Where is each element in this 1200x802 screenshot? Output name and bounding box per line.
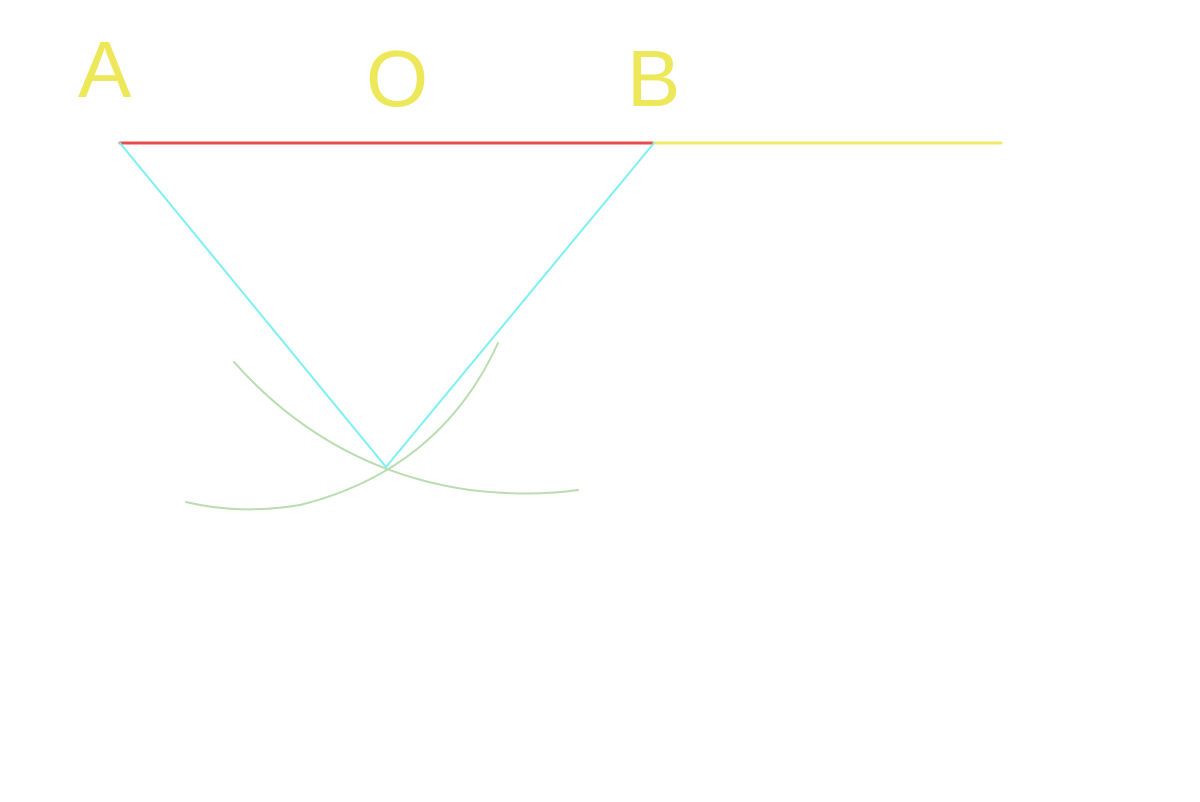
line-a-to-intersection	[119, 142, 387, 468]
compass-arc-from-a	[233, 361, 579, 495]
point-label-a: A	[78, 25, 132, 114]
point-label-b: B	[627, 34, 680, 123]
compass-arc-from-b	[185, 342, 499, 511]
line-b-to-intersection	[385, 142, 655, 468]
point-label-o: O	[366, 34, 428, 123]
